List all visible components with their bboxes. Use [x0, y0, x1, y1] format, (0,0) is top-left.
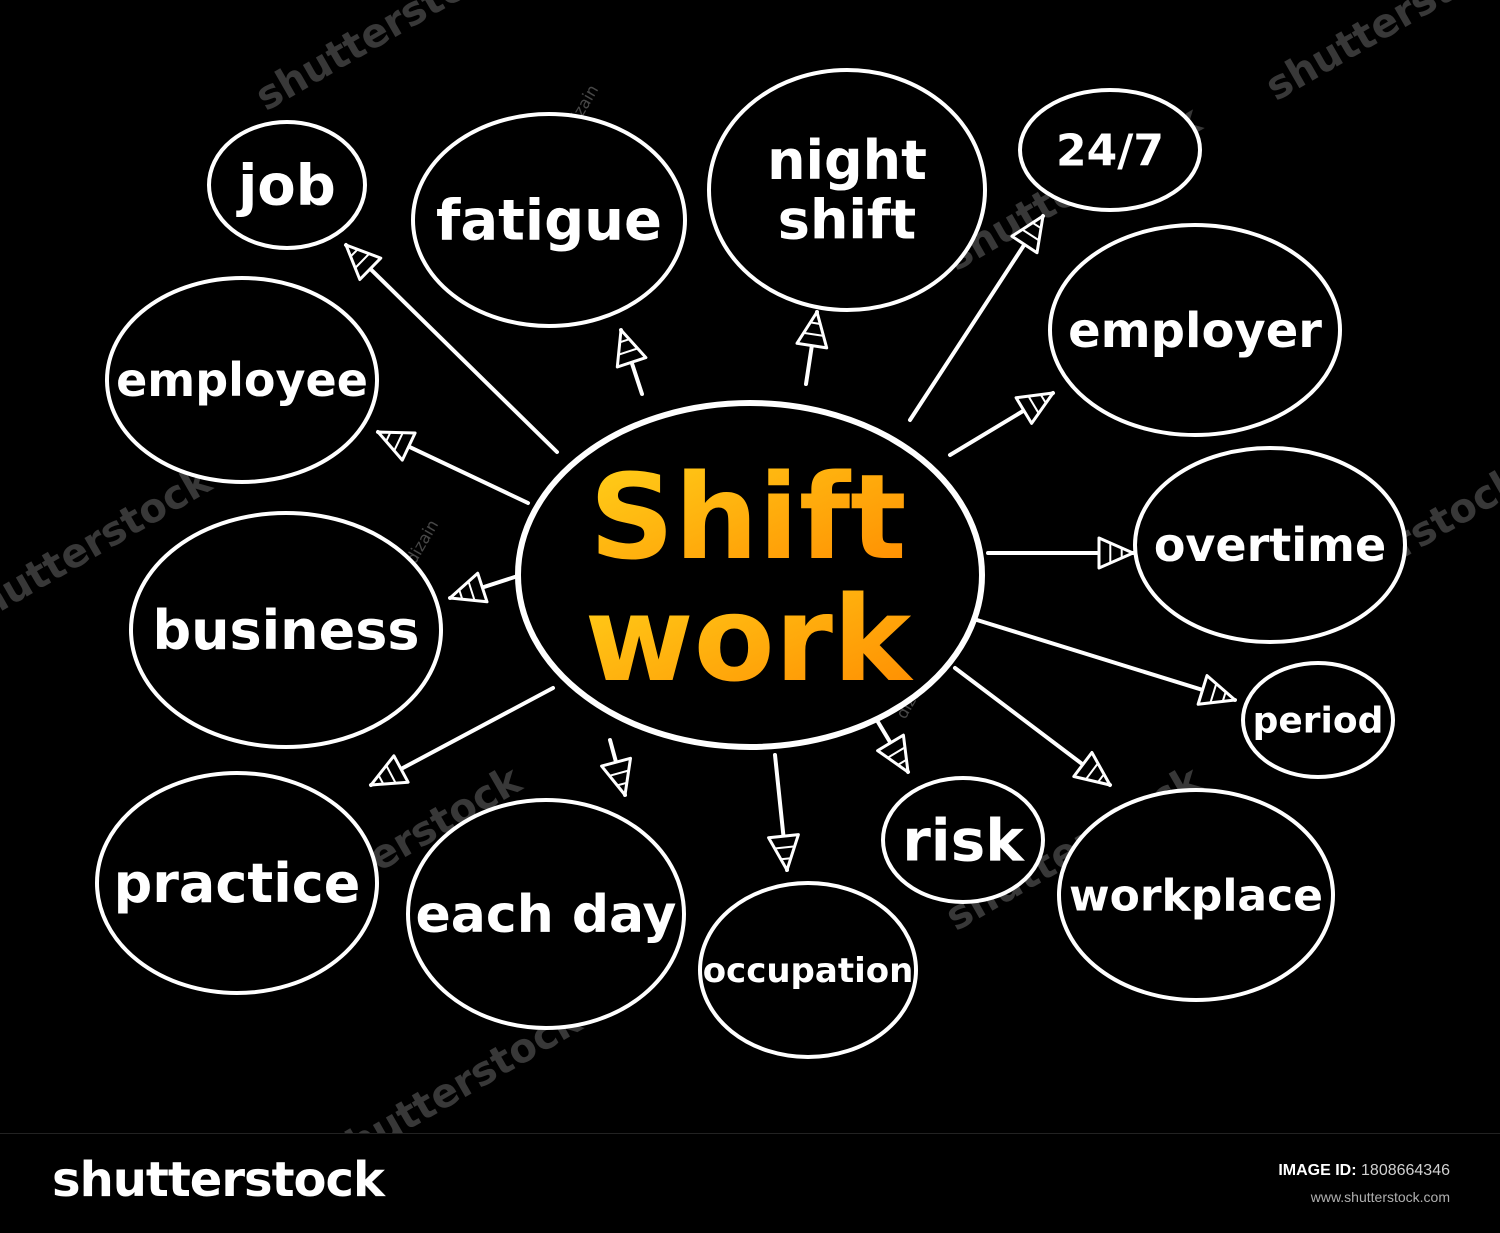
node-ellipse-occupation [698, 881, 918, 1059]
arrowhead-hatch-occupation [774, 845, 795, 850]
arrow-line-job [344, 243, 559, 454]
watermark-text: shutterstock [248, 0, 520, 120]
node-fatigue: fatigue [411, 112, 687, 328]
center-title-line1: Shift [589, 448, 906, 586]
arrowhead-hatch-employee [393, 432, 404, 452]
center-title-line2: work [585, 570, 914, 708]
image-id-value: 1808664346 [1361, 1162, 1450, 1179]
arrowhead-hatch-practice [385, 765, 397, 784]
arrowhead-hatch-employer [1027, 395, 1040, 414]
node-practice: practice [95, 771, 379, 995]
arrowhead-occupation [767, 833, 800, 872]
node-label-business: business [152, 599, 419, 662]
node-ellipse-night-shift [707, 68, 987, 312]
arrowhead-night-shift [795, 310, 829, 350]
node-label-night-shift: night [767, 129, 927, 192]
arrowhead-hatch-night-shift [810, 321, 821, 325]
node-label-24-7: 24/7 [1056, 125, 1164, 176]
center-node: Shift work [515, 400, 985, 750]
arrow-line-period [975, 618, 1237, 702]
site-url: www.shutterstock.com [1310, 1189, 1450, 1205]
arrowhead-hatch-employer [1039, 394, 1047, 404]
node-ellipse-workplace [1057, 788, 1335, 1002]
arrowhead-hatch-practice [377, 774, 385, 785]
shutterstock-logo: shutterstock [52, 1152, 385, 1208]
node-ellipse-each-day [406, 798, 686, 1030]
arrowhead-hatch-employee [385, 431, 392, 442]
node-risk: risk [881, 776, 1045, 904]
node-ellipse-job [207, 120, 367, 250]
node-label-job: job [236, 154, 336, 219]
node-employer: employer [1048, 223, 1342, 437]
arrowhead-fatigue [615, 328, 648, 369]
arrowhead-hatch-workplace [1085, 762, 1099, 780]
arrowhead-hatch-occupation [780, 857, 791, 861]
arrowhead-hatch-fatigue [619, 338, 630, 344]
arrowhead-business [448, 571, 489, 604]
arrowhead-hatch-each-day [609, 769, 629, 777]
node-label-occupation: occupation [703, 951, 914, 991]
arrow-line-24-7 [908, 214, 1045, 422]
arrow-layer [344, 214, 1237, 872]
arrowhead-hatch-business [458, 589, 464, 600]
node-period: period [1241, 661, 1395, 779]
arrowhead-hatch-night-shift [803, 331, 824, 337]
watermark-text: shutterstock [1258, 0, 1500, 110]
node-label-each-day: each day [416, 885, 677, 945]
node-employee: employee [105, 276, 379, 484]
node-occupation: occupation [698, 881, 918, 1059]
node-workplace: workplace [1057, 788, 1335, 1002]
image-id-info: IMAGE ID: 1808664346 [1278, 1162, 1450, 1180]
node-label-fatigue: fatigue [436, 189, 662, 254]
arrowhead-hatch-job [354, 253, 370, 269]
node-ellipse-risk [881, 776, 1045, 904]
node-ellipse-employee [105, 276, 379, 484]
arrowhead-hatch-period [1209, 683, 1218, 704]
node-ellipse-overtime [1133, 446, 1407, 644]
arrowhead-workplace [1072, 751, 1112, 787]
arrowhead-hatch-job [349, 248, 359, 258]
center-ellipse [515, 400, 985, 750]
node-ellipse-business [129, 511, 443, 749]
node-label-night-shift: shift [778, 189, 916, 252]
arrowhead-hatch-each-day [616, 781, 628, 787]
arrowhead-hatch-24-7 [1032, 221, 1042, 230]
node-ellipse-24-7 [1018, 88, 1202, 212]
arrowhead-hatch-period [1221, 691, 1227, 702]
node-ellipse-employer [1048, 223, 1342, 437]
arrowhead-hatch-risk [887, 746, 906, 759]
arrowhead-hatch-risk [897, 758, 908, 766]
node-job: job [207, 120, 367, 250]
arrowhead-each-day [600, 756, 632, 797]
node-ellipse-practice [95, 771, 379, 995]
node-label-risk: risk [902, 806, 1025, 874]
arrowhead-overtime [1097, 536, 1135, 570]
node-overtime: overtime [1133, 446, 1407, 644]
node-ellipse-period [1241, 661, 1395, 779]
node-each-day: each day [406, 798, 686, 1030]
image-id-label: IMAGE ID: [1278, 1162, 1357, 1179]
node-24-7: 24/7 [1018, 88, 1202, 212]
node-label-employee: employee [116, 353, 368, 407]
arrowhead-hatch-workplace [1097, 773, 1105, 783]
node-label-practice: practice [114, 852, 361, 915]
node-business: business [129, 511, 443, 749]
node-label-workplace: workplace [1069, 870, 1323, 921]
node-label-employer: employer [1068, 303, 1322, 359]
footer-bar: shutterstock IMAGE ID: 1808664346 www.sh… [0, 1133, 1500, 1233]
node-ellipse-fatigue [411, 112, 687, 328]
node-label-period: period [1253, 701, 1384, 742]
arrowhead-hatch-fatigue [618, 347, 638, 356]
arrowhead-period [1196, 674, 1237, 706]
node-label-overtime: overtime [1154, 518, 1386, 572]
arrowhead-hatch-24-7 [1021, 228, 1040, 242]
arrowhead-hatch-business [467, 581, 476, 601]
